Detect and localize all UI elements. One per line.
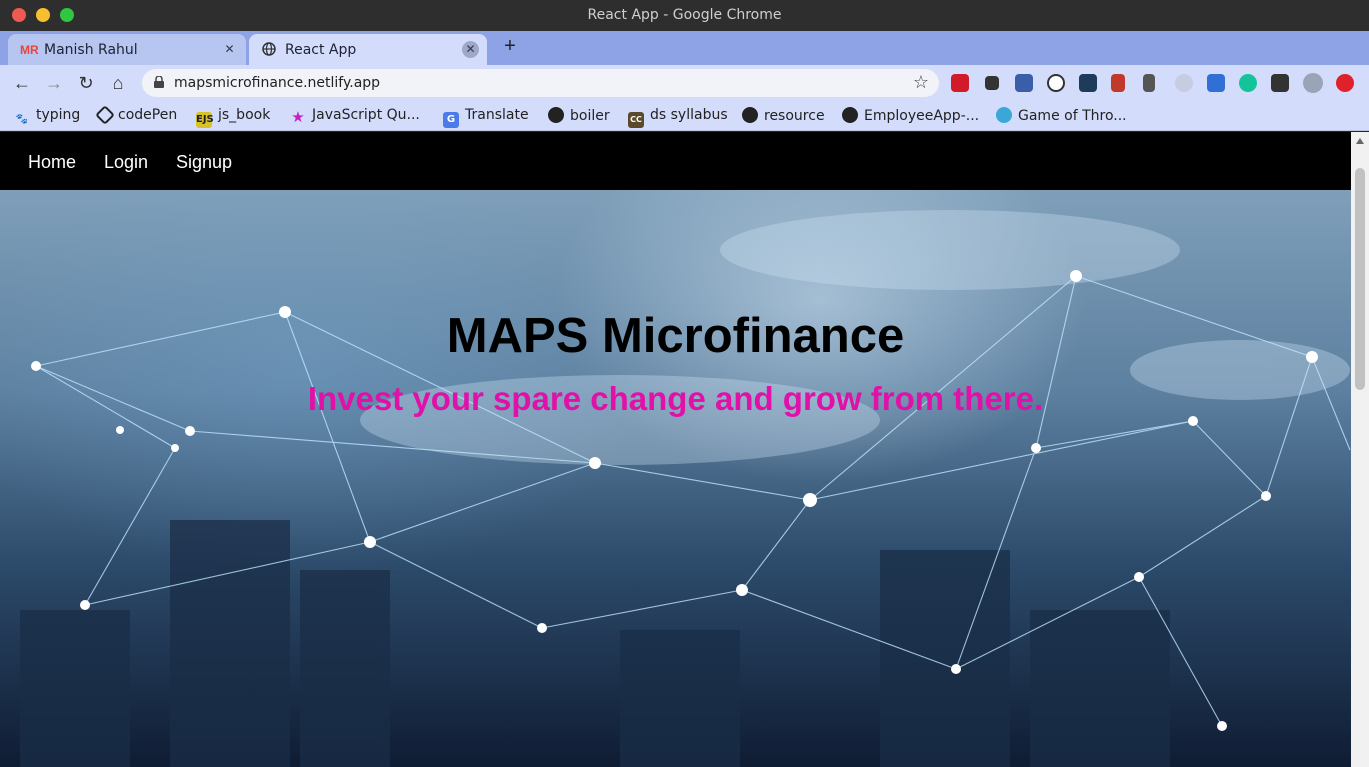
network-background-image	[20, 210, 1351, 767]
bookmark-employeeapp[interactable]: EmployeeApp-...	[842, 107, 979, 125]
extension-icon[interactable]	[1015, 74, 1033, 92]
new-tab-button[interactable]: +	[504, 35, 516, 57]
bookmark-translate[interactable]: G Translate	[443, 107, 529, 128]
bookmark-label: codePen	[118, 107, 178, 123]
bookmark-label: JavaScript Qu...	[312, 107, 420, 123]
ejs-icon: EJS	[196, 112, 214, 128]
bookmark-javascript-qu[interactable]: ★ JavaScript Qu...	[290, 107, 420, 125]
bookmark-game-of-thro[interactable]: Game of Thro...	[996, 107, 1127, 125]
extension-icon[interactable]	[985, 76, 999, 90]
profile-avatar[interactable]	[1303, 73, 1323, 93]
bookmark-boiler[interactable]: boiler	[548, 107, 610, 125]
nav-home-link[interactable]: Home	[28, 152, 77, 172]
hero-subtitle: Invest your spare change and grow from t…	[307, 380, 1044, 417]
window-titlebar: React App - Google Chrome	[0, 0, 1369, 31]
bookmark-star-icon[interactable]: ☆	[912, 72, 929, 92]
mr-favicon-icon: MR	[20, 43, 39, 57]
extension-icon[interactable]	[951, 74, 969, 92]
address-bar[interactable]: mapsmicrofinance.netlify.app ☆	[142, 69, 939, 97]
update-icon[interactable]	[1336, 74, 1354, 92]
bookmark-label: resource	[764, 108, 825, 124]
extension-icon[interactable]	[1111, 74, 1125, 92]
bookmark-label: boiler	[570, 108, 610, 124]
lock-icon	[154, 76, 164, 88]
scroll-up-arrow-icon[interactable]	[1356, 138, 1364, 144]
close-tab-icon[interactable]: ✕	[462, 41, 479, 58]
star-icon: ★	[291, 108, 305, 126]
paw-icon: 🐾	[15, 114, 29, 125]
extension-icon[interactable]	[1175, 74, 1193, 92]
page-viewport: Home Login Signup	[0, 132, 1369, 767]
github-icon	[548, 107, 564, 123]
bookmark-label: Game of Thro...	[1018, 108, 1127, 124]
globe-icon	[261, 42, 277, 58]
bookmark-resource[interactable]: resource	[742, 107, 825, 125]
nav-signup-link[interactable]: Signup	[176, 152, 233, 172]
home-button[interactable]: ⌂	[112, 73, 124, 93]
translate-icon: G	[443, 112, 459, 128]
extensions-puzzle-icon[interactable]	[1271, 74, 1289, 92]
window-title: React App - Google Chrome	[587, 7, 782, 23]
page-scrollbar[interactable]	[1351, 132, 1369, 767]
minimize-window-button[interactable]	[36, 8, 50, 22]
bookmark-label: js_book	[218, 107, 271, 123]
bookmark-label: typing	[36, 107, 81, 123]
close-window-button[interactable]	[12, 8, 26, 22]
bookmark-label: EmployeeApp-...	[864, 108, 980, 124]
back-button[interactable]: ←	[13, 73, 31, 93]
grammarly-icon[interactable]	[1239, 74, 1257, 92]
site-navbar: Home Login Signup	[0, 132, 1351, 190]
extension-icon[interactable]	[1207, 74, 1225, 92]
reload-button[interactable]: ↻	[78, 73, 94, 93]
bookmark-label: ds syllabus	[650, 107, 728, 123]
extension-icon[interactable]	[1143, 74, 1155, 92]
bookmark-codepen[interactable]: codePen	[95, 105, 178, 125]
tab-react-app[interactable]: React App ✕	[249, 34, 487, 65]
tab-label: Manish Rahul	[44, 42, 138, 58]
site-icon	[996, 107, 1012, 123]
nav-login-link[interactable]: Login	[104, 152, 149, 172]
react-devtools-icon[interactable]	[1079, 74, 1097, 92]
tab-manish-rahul[interactable]: MR Manish Rahul ✕	[8, 34, 246, 65]
scrollbar-thumb[interactable]	[1355, 168, 1365, 390]
bookmark-ds-syllabus[interactable]: CC ds syllabus	[628, 107, 728, 128]
codepen-icon	[95, 105, 115, 125]
bookmark-typing[interactable]: 🐾 typing	[14, 107, 81, 125]
hero-title: MAPS Microfinance	[446, 309, 905, 363]
url-text: mapsmicrofinance.netlify.app	[174, 75, 381, 91]
tab-label: React App	[285, 42, 357, 58]
bookmark-label: Translate	[465, 107, 529, 123]
cc-icon: CC	[628, 112, 644, 128]
hero-section: MAPS Microfinance Invest your spare chan…	[0, 190, 1351, 767]
github-icon	[742, 107, 758, 123]
close-tab-icon[interactable]: ✕	[224, 42, 235, 56]
extension-icon[interactable]	[1047, 74, 1065, 92]
maximize-window-button[interactable]	[60, 8, 74, 22]
tab-strip: MR Manish Rahul ✕ React App ✕ +	[0, 31, 1369, 65]
browser-toolbar: ← → ↻ ⌂ mapsmicrofinance.netlify.app ☆	[0, 65, 1369, 101]
github-icon	[842, 107, 858, 123]
forward-button[interactable]: →	[45, 73, 63, 93]
